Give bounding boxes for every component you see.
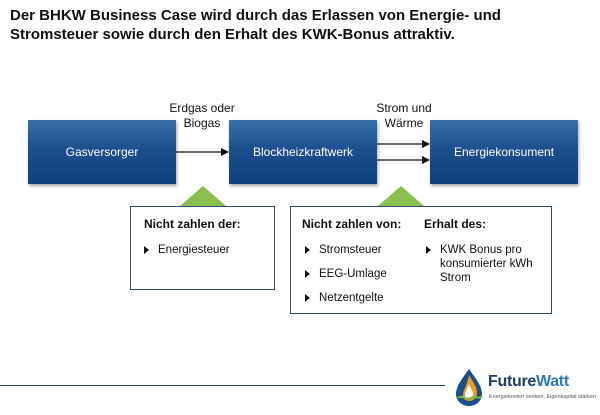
bullet-icon — [305, 246, 310, 254]
node-blockheizkraftwerk: Blockheizkraftwerk — [229, 120, 377, 184]
bullet-icon — [305, 270, 310, 278]
node-energiekonsument-label: Energiekonsument — [453, 145, 555, 159]
list-item-text: EEG-Umlage — [319, 268, 387, 280]
slide-title: Der BHKW Business Case wird durch das Er… — [10, 7, 501, 43]
node-blockheizkraftwerk-label: Blockheizkraftwerk — [252, 145, 354, 159]
node-gasversorger: Gasversorger — [28, 120, 176, 184]
triangle-right — [378, 186, 424, 206]
info-box-right-header-left: Nicht zahlen von: — [302, 217, 402, 231]
edge-gas-label: Erdgas oder Biogas — [160, 101, 244, 131]
info-box-left: Nicht zahlen der: Energiesteuer — [130, 206, 275, 290]
footer-divider — [0, 385, 445, 386]
bullet-icon — [144, 246, 149, 254]
list-item-text: KWK Bonus pro konsumierter kWh Strom — [440, 244, 533, 284]
flame-drop-logo-icon — [456, 369, 483, 406]
node-gasversorger-label: Gasversorger — [65, 145, 139, 159]
list-item-text: Stromsteuer — [319, 244, 382, 256]
list-item: KWK Bonus pro konsumierter kWh Strom — [426, 243, 544, 285]
bullet-icon — [305, 294, 310, 302]
list-item: EEG-Umlage — [305, 267, 420, 281]
logo-brand: FutureWatt — [488, 373, 569, 391]
edge-power-label-line1: Strom und — [376, 101, 432, 115]
info-box-left-header: Nicht zahlen der: — [144, 217, 241, 231]
list-item: Stromsteuer — [305, 243, 420, 257]
node-energiekonsument: Energiekonsument — [430, 120, 578, 184]
bullet-icon — [426, 246, 431, 254]
edge-gas-label-line2: Biogas — [183, 116, 221, 130]
edge-power-label-line2: Wärme — [384, 116, 424, 130]
list-item-text: Energiesteuer — [158, 244, 230, 256]
triangle-left — [180, 186, 226, 206]
logo-tagline: Energiekosten senken, Eigenkapital stärk… — [489, 394, 597, 400]
edge-power-label: Strom und Wärme — [362, 101, 446, 131]
list-item: Netzentgelte — [305, 291, 420, 305]
logo-brand-watt: Watt — [535, 373, 569, 390]
list-item: Energiesteuer — [144, 243, 269, 257]
info-box-right: Nicht zahlen von: Erhalt des: Stromsteue… — [290, 206, 552, 314]
list-item-text: Netzentgelte — [319, 292, 384, 304]
edge-gas-label-line1: Erdgas oder — [169, 101, 235, 115]
futurewatt-logo: FutureWatt Energiekosten senken, Eigenka… — [452, 367, 597, 407]
info-box-right-header-right: Erhalt des: — [424, 217, 487, 231]
logo-brand-future: Future — [488, 373, 536, 390]
